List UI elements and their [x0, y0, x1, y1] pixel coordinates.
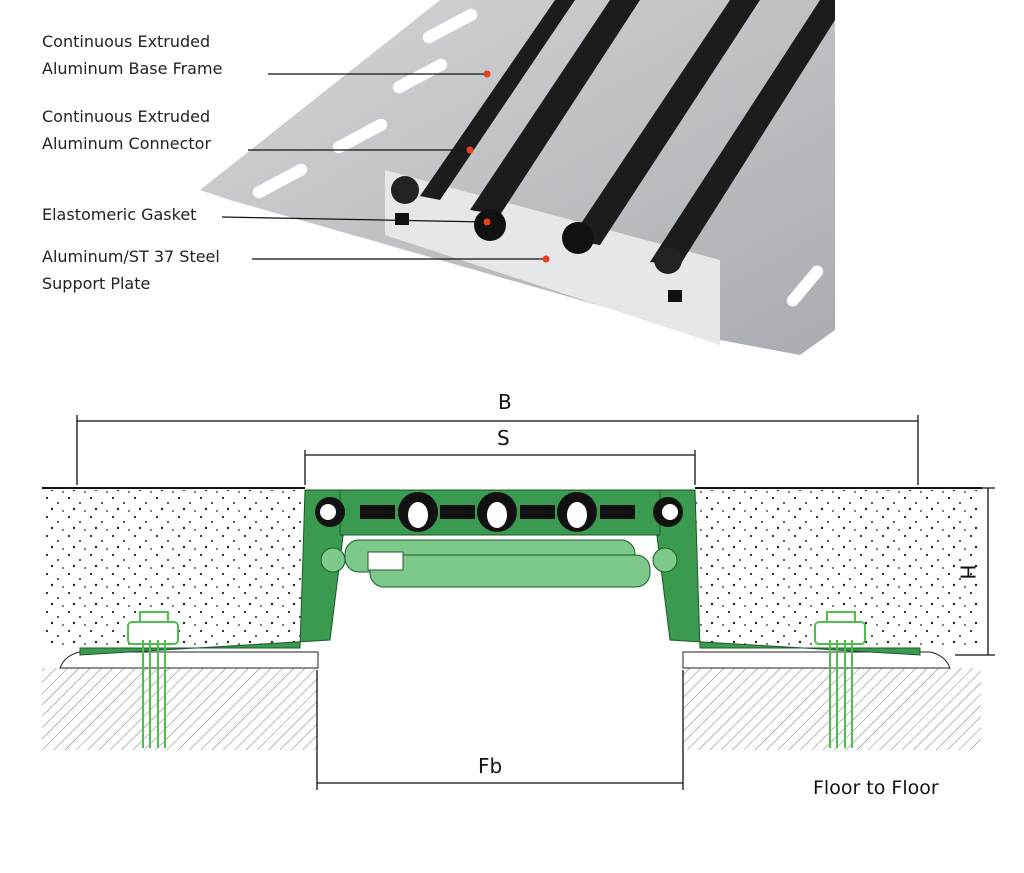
- label-connector: Continuous Extruded Aluminum Connector: [42, 103, 211, 157]
- dimension-h: H: [955, 564, 980, 580]
- dimension-s: S: [497, 426, 510, 450]
- label-line: Aluminum Connector: [42, 134, 212, 153]
- caption-floor-to-floor: Floor to Floor: [813, 777, 939, 799]
- dimension-lines: [76, 415, 995, 790]
- label-line: Support Plate: [42, 274, 151, 293]
- label-line: Continuous Extruded: [42, 32, 211, 51]
- dimension-fb: Fb: [478, 754, 503, 778]
- anchor-bolt-right: [814, 611, 866, 748]
- product-3d-illustration: [200, 0, 835, 355]
- label-support-plate: Aluminum/ST 37 Steel Support Plate: [42, 243, 220, 297]
- leader-dot: [483, 218, 491, 226]
- label-base-frame: Continuous Extruded Aluminum Base Frame: [42, 28, 222, 82]
- leader-dot: [466, 146, 474, 154]
- label-gasket: Elastomeric Gasket: [42, 205, 197, 224]
- leader-lines: [221, 73, 546, 260]
- anchor-bolt-left: [127, 611, 179, 748]
- label-line: Aluminum Base Frame: [42, 59, 223, 78]
- leader-dot: [483, 70, 491, 78]
- label-line: Aluminum/ST 37 Steel: [42, 247, 220, 266]
- dimension-b: B: [498, 390, 512, 414]
- leader-dot: [542, 255, 550, 263]
- label-line: Continuous Extruded: [42, 107, 211, 126]
- cross-section: [42, 415, 995, 790]
